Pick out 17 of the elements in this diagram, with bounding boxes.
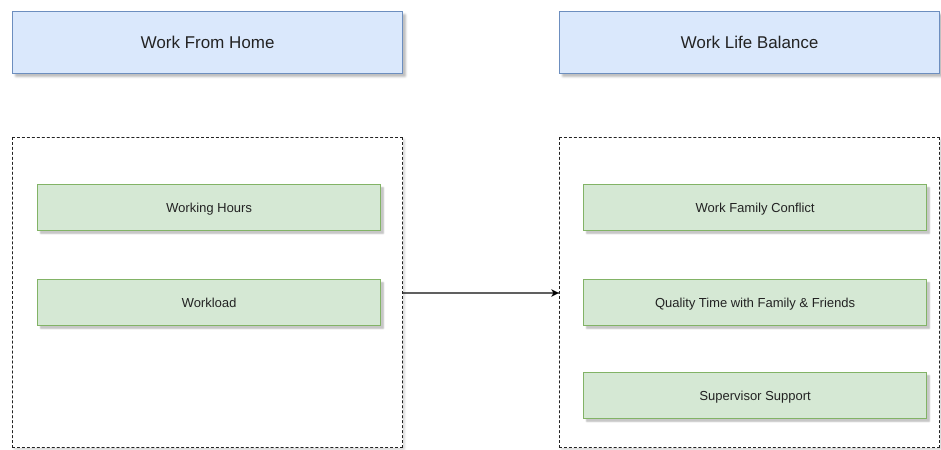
factor-box <box>583 372 927 419</box>
box-label: Quality Time with Family & Friends <box>654 295 856 310</box>
box-label: Work Family Conflict <box>696 200 814 215</box>
box-label: Workload <box>182 295 236 310</box>
box-label: Work Life Balance <box>680 32 818 52</box>
factor-box <box>583 184 927 231</box>
box-label: Work From Home <box>140 32 274 52</box>
box-label: Supervisor Support <box>699 388 811 403</box>
box-label: Working Hours <box>166 200 252 215</box>
factor-box <box>37 279 381 326</box>
arrow <box>403 289 559 297</box>
factor-box <box>583 279 927 326</box>
dashed-frame <box>12 137 403 448</box>
factor-box <box>37 184 381 231</box>
heading-box <box>559 11 940 74</box>
dashed-frame <box>559 137 940 448</box>
heading-box <box>12 11 403 74</box>
